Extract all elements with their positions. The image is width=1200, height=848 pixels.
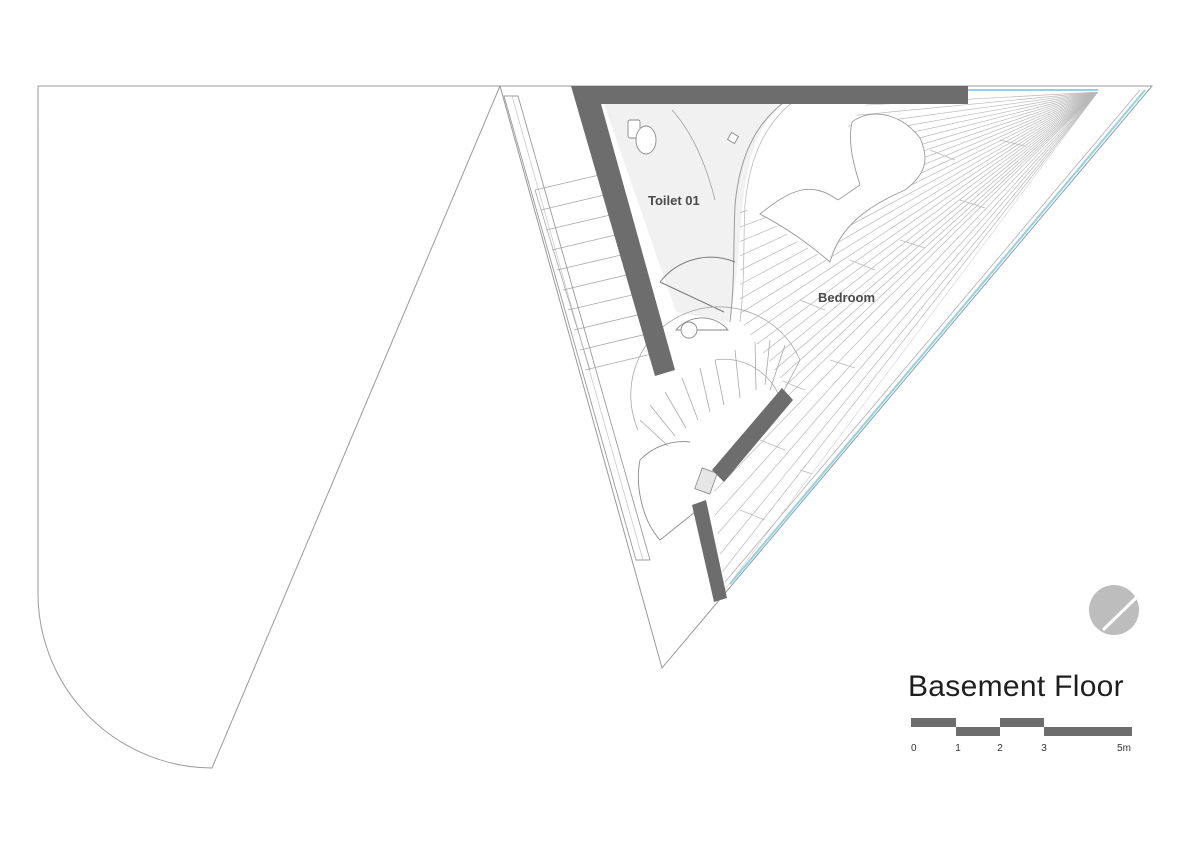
drawing-title: Basement Floor: [908, 670, 1124, 703]
scale-label-3: 3: [1041, 743, 1047, 754]
curved-partition: [729, 97, 791, 323]
walls: [571, 86, 968, 602]
wc-icon: [627, 119, 657, 155]
floor-drain-icon: [726, 131, 740, 145]
scale-label-5m: 5m: [1117, 743, 1131, 754]
north-arrow-icon: [1089, 585, 1140, 635]
spiral-stair: [630, 306, 801, 447]
scale-label-1: 1: [955, 743, 961, 754]
toilet-floor: [602, 98, 790, 322]
basin-icon: [675, 317, 729, 339]
curved-door: [637, 441, 701, 541]
bedroom-label: Bedroom: [818, 290, 875, 305]
scale-label-2: 2: [997, 743, 1003, 754]
scale-bar: [911, 718, 1132, 736]
scale-label-0: 0: [911, 743, 917, 754]
glass-wall: [729, 89, 1146, 585]
straight-stair: [534, 171, 661, 371]
bed-void: [759, 113, 926, 263]
exterior-outline: [37, 85, 501, 769]
toilet-label: Toilet 01: [648, 193, 700, 208]
